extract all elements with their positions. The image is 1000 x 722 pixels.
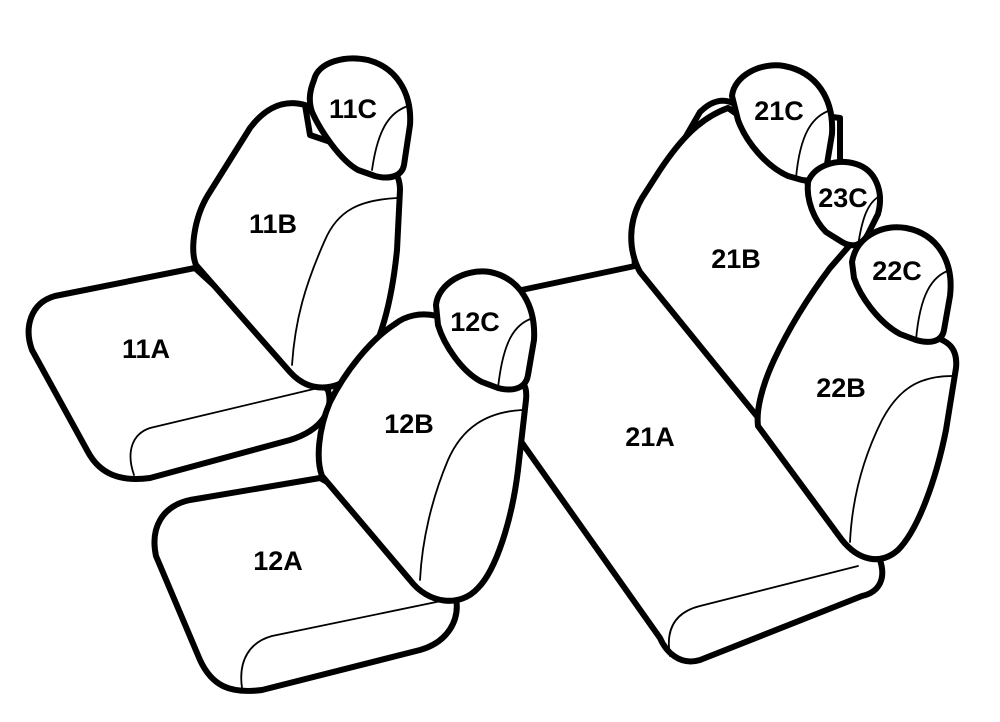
label-21C: 21C — [754, 96, 804, 126]
label-11C: 11C — [329, 94, 377, 124]
front-seat-1: 11A 11B 11C — [25, 55, 414, 482]
part-12C[interactable] — [433, 268, 538, 393]
label-23C: 23C — [818, 183, 868, 213]
part-22C[interactable] — [849, 224, 954, 345]
part-11C[interactable] — [306, 55, 414, 181]
label-22B: 22B — [816, 373, 866, 403]
label-11B: 11B — [249, 209, 297, 239]
label-12C: 12C — [450, 307, 500, 337]
part-23C[interactable] — [804, 159, 883, 249]
label-22C: 22C — [872, 256, 922, 286]
part-12B[interactable] — [315, 311, 530, 604]
label-11A: 11A — [122, 334, 170, 364]
label-21B: 21B — [711, 244, 761, 274]
label-12A: 12A — [253, 546, 303, 576]
label-12B: 12B — [384, 409, 434, 439]
label-21A: 21A — [625, 422, 675, 452]
rear-seat: 21A 21B 21C 22B 22C 23C — [625, 62, 960, 562]
part-21C[interactable] — [729, 62, 836, 184]
